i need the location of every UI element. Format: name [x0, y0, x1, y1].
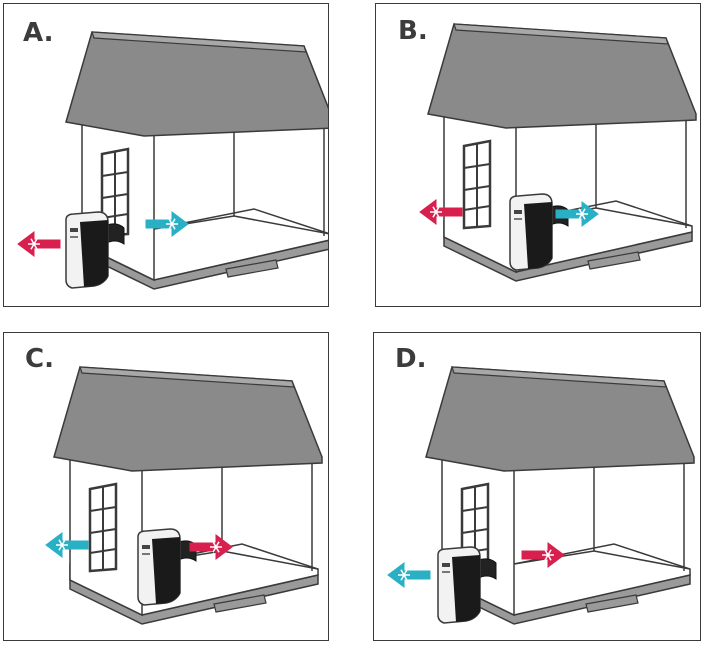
- roof-ridge: [451, 366, 667, 388]
- roof-ridge: [91, 31, 307, 53]
- floor-side-edge: [593, 550, 691, 570]
- roof-ridge: [79, 366, 295, 388]
- floor-side-edge: [233, 215, 328, 235]
- sunburst-heat-icon: [430, 206, 442, 218]
- arrow-left-d: [387, 562, 431, 588]
- house-c: [53, 366, 323, 625]
- floor-vent: [585, 594, 639, 613]
- house-d: [425, 366, 695, 625]
- house-illustration-d: [387, 366, 695, 625]
- control-panel-icon: [514, 210, 522, 214]
- hot-air-arrow: [419, 199, 463, 225]
- hot-air-arrow: [17, 231, 61, 257]
- panel-d: D.: [373, 332, 701, 641]
- arrow-right-a: [145, 211, 189, 237]
- panel-a: A.: [3, 3, 329, 307]
- panel-b: B.: [375, 3, 701, 307]
- panel-label-d: D.: [395, 344, 427, 374]
- unit-side: [452, 555, 480, 622]
- sunburst-heat-icon: [210, 541, 222, 553]
- floor-side-edge: [221, 550, 319, 570]
- arrow-left-b: [419, 199, 463, 225]
- arrow-right-d: [521, 542, 565, 568]
- panel-label-a: A.: [23, 18, 54, 48]
- unit-side: [524, 202, 552, 269]
- house-body: [53, 366, 323, 625]
- panel-label-c: C.: [25, 344, 54, 374]
- cold-air-arrow: [145, 211, 189, 237]
- floor-vent: [587, 251, 641, 270]
- sunburst-heat-icon: [28, 238, 40, 250]
- window: [88, 482, 118, 573]
- window: [462, 139, 492, 230]
- roof-ridge: [453, 23, 669, 45]
- control-panel-icon: [142, 545, 150, 549]
- window: [100, 147, 130, 238]
- house-b: [427, 23, 697, 282]
- sunburst-heat-icon: [542, 549, 554, 561]
- unit-side: [80, 220, 108, 287]
- hot-air-arrow: [189, 534, 233, 560]
- house-illustration-a: [17, 31, 328, 290]
- unit-side: [152, 537, 180, 604]
- house-body: [425, 366, 695, 625]
- ac-unit-d: [437, 546, 497, 624]
- arrow-left-a: [17, 231, 61, 257]
- floor-vent: [225, 259, 279, 278]
- snowflake-icon: [166, 218, 178, 230]
- arrow-right-b: [555, 201, 599, 227]
- snowflake-icon: [576, 208, 588, 220]
- house-body: [427, 23, 697, 282]
- panel-label-b: B.: [398, 16, 428, 46]
- ac-unit-a: [65, 211, 125, 289]
- cold-air-arrow: [45, 532, 89, 558]
- control-panel-icon: [70, 228, 78, 232]
- arrow-right-c: [189, 534, 233, 560]
- hot-air-arrow: [521, 542, 565, 568]
- snowflake-icon: [56, 539, 68, 551]
- house-illustration-b: [419, 23, 697, 282]
- snowflake-icon: [398, 569, 410, 581]
- floor-side-edge: [595, 207, 693, 227]
- house-illustration-c: [45, 366, 323, 625]
- panel-c: C.: [3, 332, 329, 641]
- arrow-left-c: [45, 532, 89, 558]
- floor-vent: [213, 594, 267, 613]
- cold-air-arrow: [555, 201, 599, 227]
- control-panel-icon: [442, 563, 450, 567]
- cold-air-arrow: [387, 562, 431, 588]
